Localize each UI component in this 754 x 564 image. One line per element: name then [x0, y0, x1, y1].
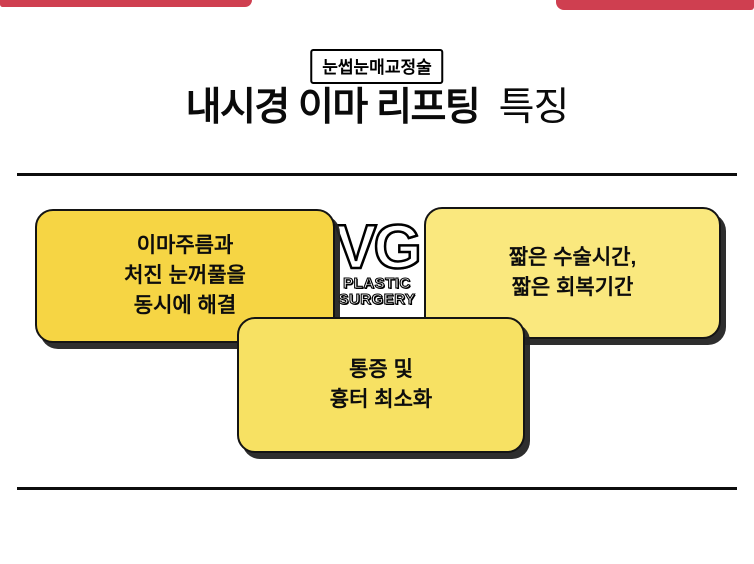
feature-card-text: 짧은 수술시간, 짧은 회복기간 [509, 243, 637, 303]
feature-line: 이마주름과 [136, 234, 234, 258]
divider-bottom [17, 487, 737, 490]
title-light: 특징 [498, 86, 570, 129]
feature-line: 통증 및 [349, 358, 413, 382]
title-strong: 내시경 이마 리프팅 [185, 86, 481, 129]
logo-text-plastic: PLASTIC [343, 274, 411, 292]
vg-monogram: VG [334, 213, 423, 282]
top-accent-left-strip [0, 0, 252, 7]
feature-card-pain-scar: 통증 및 흉터 최소화 [237, 317, 525, 453]
feature-line: 처진 눈꺼풀을 [124, 264, 246, 288]
feature-line: 흉터 최소화 [329, 388, 433, 411]
feature-card-text: 이마주름과 처진 눈꺼풀을 동시에 해결 [124, 231, 246, 320]
feature-line: 짧은 수술시간, [508, 246, 637, 270]
top-accent-right-strip [556, 0, 754, 10]
category-tag-label: 눈썹눈매교정술 [322, 58, 432, 77]
vg-plastic-surgery-logo: VG PLASTIC SURGERY [317, 213, 437, 309]
divider-top [17, 173, 737, 176]
feature-line: 동시에 해결 [133, 293, 237, 317]
feature-card-text: 통증 및 흉터 최소화 [330, 355, 432, 415]
logo-text-surgery: SURGERY [338, 291, 416, 309]
feature-line: 짧은 회복기간 [511, 276, 634, 299]
category-tag: 눈썹눈매교정술 [310, 49, 444, 84]
page-title: 내시경 이마 리프팅 특징 [0, 76, 754, 132]
